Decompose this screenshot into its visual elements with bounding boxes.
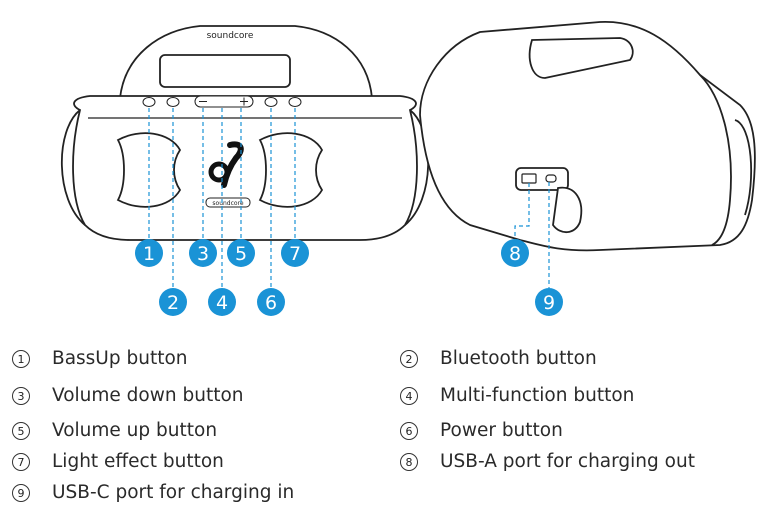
legend-item: 6 Power button — [400, 420, 563, 441]
legend-number: 3 — [12, 386, 30, 405]
callout-1-label: 1 — [143, 243, 155, 265]
bluetooth-button-shape — [166, 97, 180, 107]
legend-item: 8 USB-A port for charging out — [400, 451, 695, 472]
legend-label: USB-A port for charging out — [440, 451, 695, 472]
legend-number: 8 — [400, 452, 418, 471]
legend-number: 5 — [12, 421, 30, 440]
legend-label: Multi-function button — [440, 385, 635, 406]
usb-a-port-shape — [521, 173, 537, 184]
legend-number: 4 — [400, 386, 418, 405]
callout-6: 6 — [257, 288, 285, 316]
speaker-front-view: soundcore — [60, 25, 430, 241]
legend-number: 1 — [12, 349, 30, 368]
leader-lines — [148, 108, 550, 288]
legend-number: 2 — [400, 349, 418, 368]
callout-7: 7 — [281, 239, 309, 267]
callout-6-label: 6 — [265, 292, 277, 314]
legend-label: Volume down button — [52, 385, 244, 406]
callout-3: 3 — [189, 239, 217, 267]
usb-c-port-shape — [545, 174, 557, 183]
callout-2-label: 2 — [167, 292, 179, 314]
callout-8-label: 8 — [509, 243, 521, 265]
legend-item: 5 Volume up button — [12, 420, 217, 441]
legend-label: BassUp button — [52, 348, 188, 369]
legend-label: USB-C port for charging in — [52, 482, 295, 503]
callout-5: 5 — [227, 239, 255, 267]
front-buttons — [142, 95, 302, 108]
callout-1: 1 — [135, 239, 163, 267]
legend-item: 1 BassUp button — [12, 348, 188, 369]
callout-5-label: 5 — [235, 243, 247, 265]
legend-item: 2 Bluetooth button — [400, 348, 597, 369]
callout-8: 8 — [501, 239, 529, 267]
speaker-back-view — [419, 21, 756, 252]
legend-number: 9 — [12, 483, 30, 502]
speaker-diagram: soundcore soundcore — [60, 21, 756, 316]
legend-label: Light effect button — [52, 451, 224, 472]
brand-label-top: soundcore — [207, 31, 254, 41]
legend-label: Power button — [440, 420, 563, 441]
light-button-shape — [288, 97, 302, 107]
legend-label: Volume up button — [52, 420, 218, 441]
soundcore-logo-icon: soundcore — [205, 141, 251, 208]
legend-item: 7 Light effect button — [12, 451, 224, 472]
callout-4: 4 — [208, 288, 236, 316]
callout-2: 2 — [159, 288, 187, 316]
legend-label: Bluetooth button — [440, 348, 597, 369]
legend-number: 7 — [12, 452, 30, 471]
brand-label-front: soundcore — [212, 200, 244, 207]
legend-number: 6 — [400, 421, 418, 440]
legend-item: 4 Multi-function button — [400, 385, 634, 406]
legend-item: 9 USB-C port for charging in — [12, 482, 294, 503]
volume-bar-shape — [194, 95, 254, 108]
power-button-shape — [264, 97, 278, 107]
callout-3-label: 3 — [197, 243, 209, 265]
callout-9-label: 9 — [543, 292, 555, 314]
callout-4-label: 4 — [216, 292, 228, 314]
legend: 1 BassUp button 2 Bluetooth button 3 Vol… — [0, 340, 766, 526]
callout-7-label: 7 — [289, 243, 301, 265]
callout-9: 9 — [535, 288, 563, 316]
bassup-button-shape — [142, 97, 156, 107]
legend-item: 3 Volume down button — [12, 385, 244, 406]
